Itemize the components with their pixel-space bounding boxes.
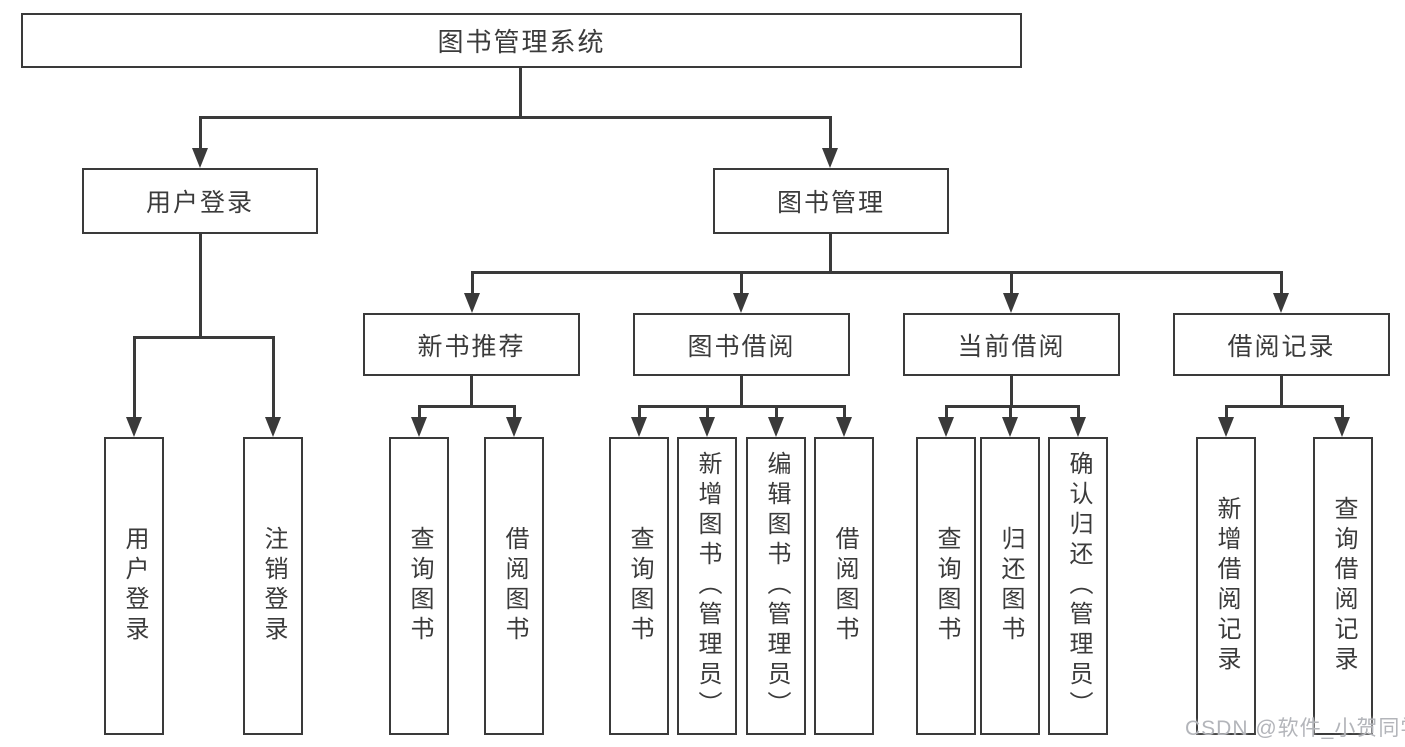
node-label: 借阅图书 <box>831 526 858 646</box>
arrowhead-icon <box>822 148 838 168</box>
connector-line <box>638 405 641 419</box>
leaf-logout: 注销登录 <box>243 437 303 735</box>
arrowhead-icon <box>1273 293 1289 313</box>
node-label: 用户登录 <box>145 189 254 217</box>
arrowhead-icon <box>1334 417 1350 437</box>
leaf-add-borrow-record: 新增借阅记录 <box>1196 437 1256 735</box>
connector-line <box>829 234 832 274</box>
connector-line <box>1077 405 1080 419</box>
leaf-borrow-books: 借阅图书 <box>814 437 874 735</box>
leaf-query-books-recommend: 查询图书 <box>389 437 449 735</box>
arrowhead-icon <box>733 293 749 313</box>
connector-line <box>199 116 202 150</box>
node-label: 确认归还（管理员） <box>1065 451 1092 721</box>
leaf-query-books-borrowing: 查询图书 <box>609 437 669 735</box>
node-library-system: 图书管理系统 <box>21 13 1022 68</box>
connector-line <box>945 405 1079 408</box>
node-label: 新书推荐 <box>417 332 526 361</box>
leaf-return-book: 归还图书 <box>980 437 1040 735</box>
connector-line <box>1280 271 1283 295</box>
connector-line <box>638 405 846 408</box>
connector-line <box>272 336 275 419</box>
node-label: 新增图书（管理员） <box>694 451 721 721</box>
node-label: 用户登录 <box>121 526 148 646</box>
node-label: 注销登录 <box>260 526 287 646</box>
arrowhead-icon <box>1218 417 1234 437</box>
node-label: 查询图书 <box>933 526 960 646</box>
leaf-borrow-books-recommend: 借阅图书 <box>484 437 544 735</box>
connector-line <box>1010 376 1013 407</box>
connector-line <box>513 405 516 419</box>
arrowhead-icon <box>1070 417 1086 437</box>
node-user-login: 用户登录 <box>82 168 318 234</box>
node-label: 图书借阅 <box>687 332 796 361</box>
arrowhead-icon <box>464 293 480 313</box>
watermark: CSDN @软件_小贺同学 <box>1185 717 1405 740</box>
node-label: 查询借阅记录 <box>1330 496 1357 676</box>
node-new-book-recommend: 新书推荐 <box>363 313 580 376</box>
arrowhead-icon <box>768 417 784 437</box>
leaf-query-books-current: 查询图书 <box>916 437 976 735</box>
node-label: 图书管理系统 <box>437 27 606 57</box>
arrowhead-icon <box>1002 417 1018 437</box>
arrowhead-icon <box>192 148 208 168</box>
node-label: 图书管理 <box>776 189 885 217</box>
connector-line <box>775 405 778 419</box>
connector-line <box>418 405 516 408</box>
connector-line <box>471 271 474 295</box>
connector-line <box>843 405 846 419</box>
arrowhead-icon <box>126 417 142 437</box>
connector-line <box>1341 405 1344 419</box>
arrowhead-icon <box>506 417 522 437</box>
node-current-borrowing: 当前借阅 <box>903 313 1120 376</box>
connector-line <box>1225 405 1228 419</box>
connector-line <box>706 405 709 419</box>
connector-line <box>199 116 832 119</box>
node-label: 编辑图书（管理员） <box>763 451 790 721</box>
node-label: 当前借阅 <box>957 332 1066 361</box>
connector-line <box>1280 376 1283 407</box>
connector-line <box>471 271 1283 274</box>
connector-line <box>1010 271 1013 295</box>
leaf-confirm-return-admin: 确认归还（管理员） <box>1048 437 1108 735</box>
node-book-borrowing: 图书借阅 <box>633 313 850 376</box>
connector-line <box>945 405 948 419</box>
node-label: 查询图书 <box>626 526 653 646</box>
node-label: 借阅图书 <box>501 526 528 646</box>
connector-line <box>133 336 275 339</box>
connector-line <box>740 271 743 295</box>
connector-line <box>519 68 522 118</box>
arrowhead-icon <box>938 417 954 437</box>
connector-line <box>1009 405 1012 419</box>
connector-line <box>1225 405 1344 408</box>
leaf-add-book-admin: 新增图书（管理员） <box>677 437 737 735</box>
node-label: 借阅记录 <box>1227 332 1336 361</box>
node-label: 查询图书 <box>406 526 433 646</box>
node-label: 新增借阅记录 <box>1213 496 1240 676</box>
leaf-user-login: 用户登录 <box>104 437 164 735</box>
leaf-query-borrow-record: 查询借阅记录 <box>1313 437 1373 735</box>
connector-line <box>418 405 421 419</box>
arrowhead-icon <box>836 417 852 437</box>
connector-line <box>829 116 832 150</box>
arrowhead-icon <box>265 417 281 437</box>
leaf-edit-book-admin: 编辑图书（管理员） <box>746 437 806 735</box>
connector-line <box>199 234 202 337</box>
connector-line <box>133 336 136 419</box>
node-label: 归还图书 <box>997 526 1024 646</box>
node-book-management: 图书管理 <box>713 168 949 234</box>
arrowhead-icon <box>699 417 715 437</box>
arrowhead-icon <box>631 417 647 437</box>
node-borrowing-records: 借阅记录 <box>1173 313 1390 376</box>
arrowhead-icon <box>411 417 427 437</box>
connector-line <box>740 376 743 407</box>
connector-line <box>470 376 473 407</box>
arrowhead-icon <box>1003 293 1019 313</box>
